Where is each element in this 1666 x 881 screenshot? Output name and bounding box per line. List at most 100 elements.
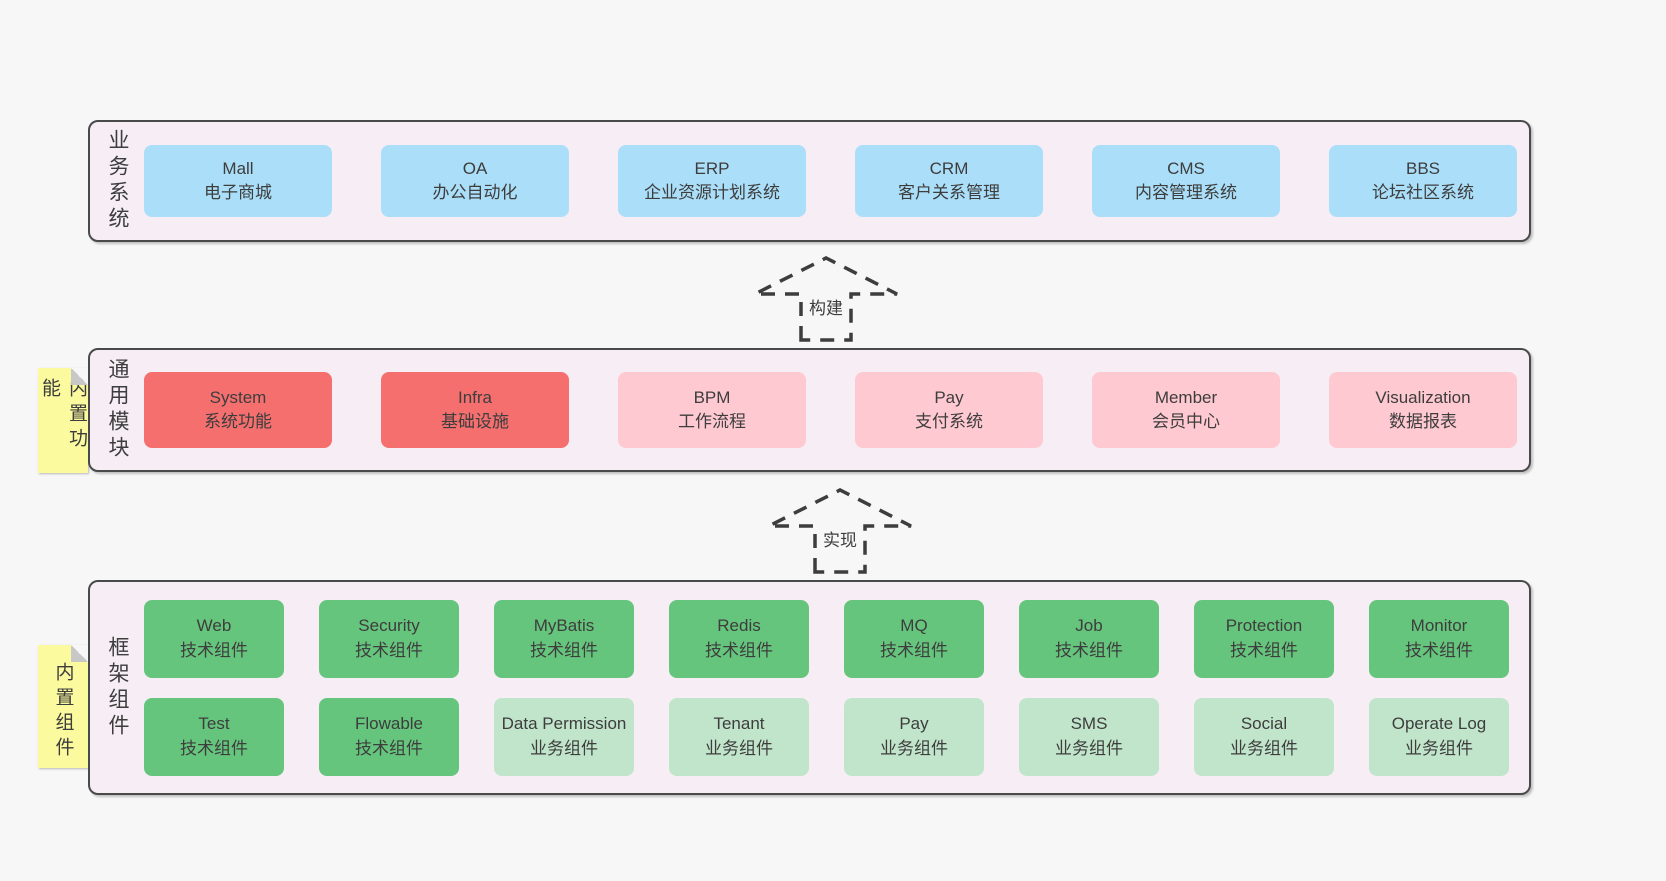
box-social: Social 业务组件 xyxy=(1194,697,1334,776)
box-data-permission-name: Data Permission xyxy=(501,714,627,734)
box-web: Web 技术组件 xyxy=(144,599,284,678)
box-pay-desc: 支付系统 xyxy=(915,412,983,431)
box-oa-desc: 办公自动化 xyxy=(432,183,518,202)
box-visualization: Visualization 数据报表 xyxy=(1329,372,1517,448)
box-pay-component: Pay 业务组件 xyxy=(844,697,984,776)
box-web-name: Web xyxy=(196,616,232,636)
box-job: Job 技术组件 xyxy=(1019,599,1159,678)
box-social-name: Social xyxy=(1240,714,1288,734)
box-operate-log-name: Operate Log xyxy=(1391,714,1487,734)
box-cms: CMS 内容管理系统 xyxy=(1092,145,1280,217)
layer-common-modules: 通用模块 System 系统功能 Infra 基础设施 BPM 工作流程 Pay… xyxy=(88,348,1531,472)
up-block-arrow-icon xyxy=(768,488,912,574)
box-protection-desc: 技术组件 xyxy=(1230,640,1298,660)
box-job-desc: 技术组件 xyxy=(1055,640,1123,660)
box-tenant: Tenant 业务组件 xyxy=(669,697,809,776)
box-bbs-desc: 论坛社区系统 xyxy=(1372,183,1474,202)
box-bpm: BPM 工作流程 xyxy=(618,372,806,448)
common-modules-row: System 系统功能 Infra 基础设施 BPM 工作流程 Pay 支付系统… xyxy=(144,350,1517,470)
box-protection: Protection 技术组件 xyxy=(1194,599,1334,678)
framework-components-row-1: Web 技术组件 Security 技术组件 MyBatis 技术组件 Redi… xyxy=(144,599,1509,678)
box-bbs: BBS 论坛社区系统 xyxy=(1329,145,1517,217)
box-flowable-name: Flowable xyxy=(354,714,424,734)
layer-business-systems: 业务系统 Mall 电子商城 OA 办公自动化 ERP 企业资源计划系统 CRM… xyxy=(88,120,1531,242)
box-crm: CRM 客户关系管理 xyxy=(855,145,1043,217)
box-protection-name: Protection xyxy=(1225,616,1303,636)
box-social-desc: 业务组件 xyxy=(1230,738,1298,758)
box-tenant-desc: 业务组件 xyxy=(705,738,773,758)
box-oa: OA 办公自动化 xyxy=(381,145,569,217)
box-infra-name: Infra xyxy=(457,387,493,407)
arrow-build-label: 构建 xyxy=(753,294,899,319)
box-sms-desc: 业务组件 xyxy=(1055,738,1123,758)
box-monitor: Monitor 技术组件 xyxy=(1369,599,1509,678)
box-test-name: Test xyxy=(198,714,230,734)
box-system: System 系统功能 xyxy=(144,372,332,448)
box-system-name: System xyxy=(209,387,267,407)
layer-label-framework-components: 框架组件 xyxy=(106,635,129,740)
box-pay: Pay 支付系统 xyxy=(855,372,1043,448)
box-data-permission: Data Permission 业务组件 xyxy=(494,697,634,776)
sticky-note-builtin-components-text: 内置组件 xyxy=(52,661,74,762)
business-systems-row: Mall 电子商城 OA 办公自动化 ERP 企业资源计划系统 CRM 客户关系… xyxy=(144,122,1517,240)
box-redis: Redis 技术组件 xyxy=(669,599,809,678)
box-flowable-desc: 技术组件 xyxy=(355,738,423,758)
sticky-note-builtin-features: 内置功能 xyxy=(38,368,88,473)
box-redis-desc: 技术组件 xyxy=(705,640,773,660)
box-security-name: Security xyxy=(358,616,420,636)
box-mall-desc: 电子商城 xyxy=(204,183,272,202)
arrow-implement: 实现 xyxy=(767,488,913,574)
box-member-name: Member xyxy=(1154,387,1218,407)
box-member-desc: 会员中心 xyxy=(1152,412,1220,431)
box-sms-name: SMS xyxy=(1070,714,1108,734)
box-web-desc: 技术组件 xyxy=(180,640,248,660)
box-erp: ERP 企业资源计划系统 xyxy=(618,145,806,217)
folded-corner-icon xyxy=(71,645,88,662)
box-mall: Mall 电子商城 xyxy=(144,145,332,217)
box-tenant-name: Tenant xyxy=(713,714,765,734)
box-crm-name: CRM xyxy=(929,158,969,178)
layer-label-common-modules: 通用模块 xyxy=(106,358,129,462)
box-mall-name: Mall xyxy=(222,158,254,178)
box-redis-name: Redis xyxy=(717,616,761,636)
box-erp-desc: 企业资源计划系统 xyxy=(644,183,780,202)
box-mybatis-name: MyBatis xyxy=(533,616,595,636)
box-job-name: Job xyxy=(1075,616,1103,636)
box-infra: Infra 基础设施 xyxy=(381,372,569,448)
box-visualization-desc: 数据报表 xyxy=(1389,412,1457,431)
box-test: Test 技术组件 xyxy=(144,697,284,776)
box-visualization-name: Visualization xyxy=(1375,387,1471,407)
box-pay-component-desc: 业务组件 xyxy=(880,738,948,758)
box-member: Member 会员中心 xyxy=(1092,372,1280,448)
box-operate-log: Operate Log 业务组件 xyxy=(1369,697,1509,776)
box-crm-desc: 客户关系管理 xyxy=(898,183,1000,202)
layer-label-business-systems: 业务系统 xyxy=(106,129,129,233)
box-data-permission-desc: 业务组件 xyxy=(530,738,598,758)
up-block-arrow-icon xyxy=(754,256,898,342)
box-mybatis: MyBatis 技术组件 xyxy=(494,599,634,678)
box-pay-name: Pay xyxy=(934,387,964,407)
box-erp-name: ERP xyxy=(694,158,730,178)
box-infra-desc: 基础设施 xyxy=(441,412,509,431)
folded-corner-icon xyxy=(71,368,88,385)
box-cms-desc: 内容管理系统 xyxy=(1135,183,1237,202)
box-oa-name: OA xyxy=(462,158,488,178)
box-bbs-name: BBS xyxy=(1405,158,1441,178)
box-monitor-name: Monitor xyxy=(1410,616,1468,636)
box-mq: MQ 技术组件 xyxy=(844,599,984,678)
box-cms-name: CMS xyxy=(1167,158,1205,178)
framework-components-grid: Web 技术组件 Security 技术组件 MyBatis 技术组件 Redi… xyxy=(144,582,1509,793)
box-flowable: Flowable 技术组件 xyxy=(319,697,459,776)
box-sms: SMS 业务组件 xyxy=(1019,697,1159,776)
sticky-note-builtin-features-text: 内置功能 xyxy=(39,378,87,453)
box-system-desc: 系统功能 xyxy=(204,412,272,431)
box-bpm-desc: 工作流程 xyxy=(678,412,746,431)
box-pay-component-name: Pay xyxy=(899,714,929,734)
box-mq-desc: 技术组件 xyxy=(880,640,948,660)
box-operate-log-desc: 业务组件 xyxy=(1405,738,1473,758)
sticky-note-builtin-components: 内置组件 xyxy=(38,645,88,768)
layer-framework-components: 框架组件 Web 技术组件 Security 技术组件 MyBatis 技术组件… xyxy=(88,580,1531,795)
box-monitor-desc: 技术组件 xyxy=(1405,640,1473,660)
box-mybatis-desc: 技术组件 xyxy=(530,640,598,660)
box-security: Security 技术组件 xyxy=(319,599,459,678)
